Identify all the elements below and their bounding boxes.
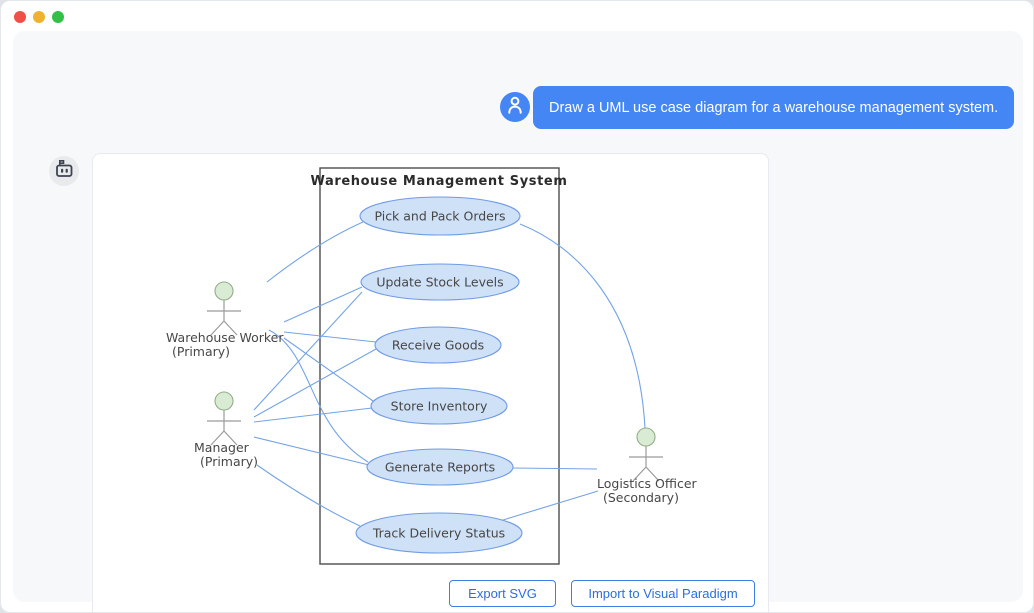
chat-panel: Draw a UML use case diagram for a wareho… bbox=[13, 31, 1023, 612]
actor-role: (Primary) bbox=[172, 344, 230, 359]
use-case-label: Track Delivery Status bbox=[372, 526, 505, 541]
actor-name: Warehouse Worker bbox=[166, 330, 284, 345]
association-line bbox=[283, 337, 374, 402]
use-case-label: Store Inventory bbox=[391, 399, 488, 414]
person-icon bbox=[500, 90, 530, 125]
association-line bbox=[266, 221, 364, 283]
use-case-ellipse bbox=[366, 448, 514, 486]
association-line bbox=[253, 348, 377, 418]
association-line bbox=[253, 291, 363, 411]
use-case-ellipse bbox=[374, 326, 502, 364]
association-line bbox=[283, 331, 377, 343]
use-case-ellipse bbox=[370, 387, 508, 425]
export-svg-button[interactable]: Export SVG bbox=[449, 580, 556, 607]
association-line bbox=[268, 329, 369, 463]
window-controls bbox=[14, 11, 64, 23]
actor-role: (Primary) bbox=[200, 454, 258, 469]
user-avatar bbox=[500, 92, 530, 122]
actor-body bbox=[207, 410, 241, 446]
use-case-ellipse bbox=[355, 512, 523, 554]
close-button[interactable] bbox=[14, 11, 26, 23]
system-boundary-title: Warehouse Management System bbox=[311, 174, 568, 189]
zoom-button[interactable] bbox=[52, 11, 64, 23]
actor-role: (Secondary) bbox=[603, 490, 679, 505]
actor-name: Manager bbox=[194, 440, 250, 455]
use-case-ellipse bbox=[359, 196, 521, 236]
association-line bbox=[256, 464, 361, 527]
actor-body bbox=[207, 300, 241, 336]
association-line bbox=[502, 490, 599, 521]
bot-avatar bbox=[49, 156, 79, 186]
association-line bbox=[519, 223, 646, 429]
minimize-button[interactable] bbox=[33, 11, 45, 23]
association-line bbox=[253, 407, 373, 423]
import-to-visual-paradigm-button[interactable]: Import to Visual Paradigm bbox=[571, 580, 755, 607]
use-case-label: Pick and Pack Orders bbox=[374, 209, 505, 224]
user-message-bubble: Draw a UML use case diagram for a wareho… bbox=[533, 86, 1015, 129]
actor-head bbox=[214, 391, 234, 411]
actor-name: Logistics Officer bbox=[597, 476, 698, 491]
use-case-label: Receive Goods bbox=[392, 338, 484, 353]
association-line bbox=[253, 436, 370, 466]
use-case-ellipse bbox=[360, 263, 520, 301]
use-case-label: Generate Reports bbox=[385, 460, 495, 475]
robot-icon bbox=[49, 154, 79, 189]
actor-body bbox=[629, 446, 663, 482]
actor-head bbox=[214, 281, 234, 301]
use-case-label: Update Stock Levels bbox=[376, 275, 503, 290]
association-line bbox=[283, 286, 363, 323]
association-line bbox=[512, 467, 598, 470]
actor-head bbox=[636, 427, 656, 447]
